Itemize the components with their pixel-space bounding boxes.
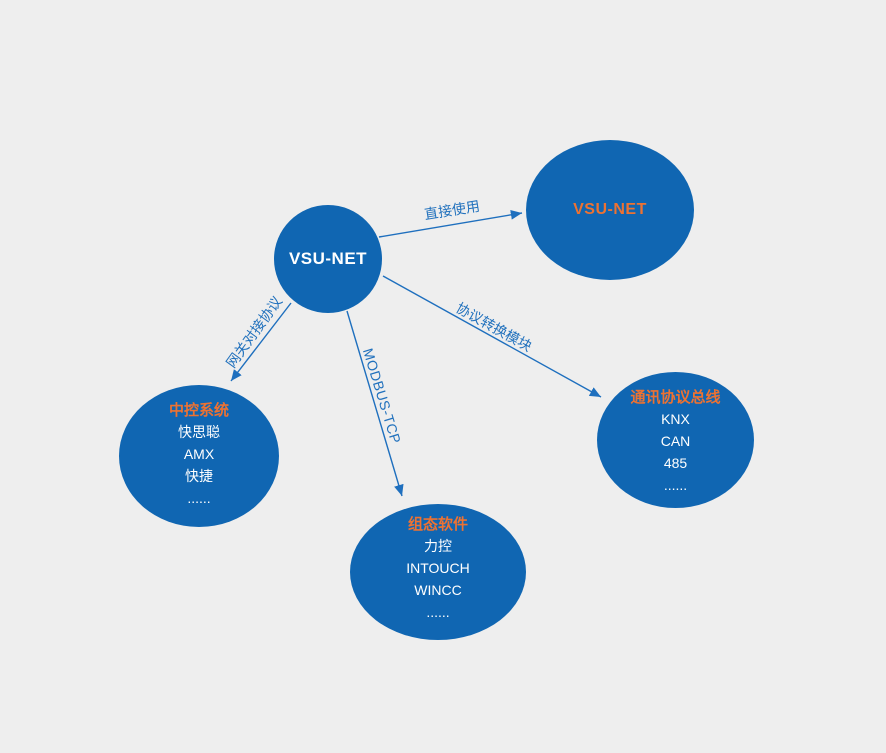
node-protocol-bus: 通讯协议总线 KNX CAN 485 ...... bbox=[597, 372, 754, 508]
edge-gateway-protocol bbox=[230, 302, 292, 382]
node-list-item: 485 bbox=[663, 455, 688, 471]
node-vsu-net-direct: VSU-NET bbox=[526, 140, 694, 280]
node-list-item: WINCC bbox=[414, 582, 462, 598]
node-list-item: ...... bbox=[426, 604, 450, 620]
node-scada-software: 组态软件 力控 INTOUCH WINCC ...... bbox=[350, 504, 526, 640]
node-list-item: 力控 bbox=[424, 538, 452, 554]
edge-direct-use bbox=[378, 210, 523, 238]
node-central-control-system: 中控系统 快思聪 AMX 快捷 ...... bbox=[119, 385, 279, 527]
node-list-item: INTOUCH bbox=[406, 560, 470, 576]
node-list-item: ...... bbox=[187, 490, 211, 506]
node-list-item: CAN bbox=[660, 433, 691, 449]
edge-modbus-tcp bbox=[346, 310, 404, 497]
node-title: 通讯协议总线 bbox=[630, 389, 721, 406]
node-vsu-net-center: VSU-NET bbox=[274, 205, 382, 313]
node-title: 中控系统 bbox=[168, 402, 229, 419]
node-title: 组态软件 bbox=[407, 516, 468, 533]
node-vsu-net-center-label: VSU-NET bbox=[288, 249, 368, 268]
edge-protocol-converter bbox=[382, 275, 602, 398]
node-list-item: ...... bbox=[663, 477, 688, 493]
node-list-item: 快思聪 bbox=[178, 424, 220, 440]
node-list-item: 快捷 bbox=[185, 468, 213, 484]
node-list-item: KNX bbox=[661, 411, 690, 427]
node-vsu-net-direct-title: VSU-NET bbox=[573, 201, 647, 218]
node-list-item: AMX bbox=[183, 446, 215, 462]
